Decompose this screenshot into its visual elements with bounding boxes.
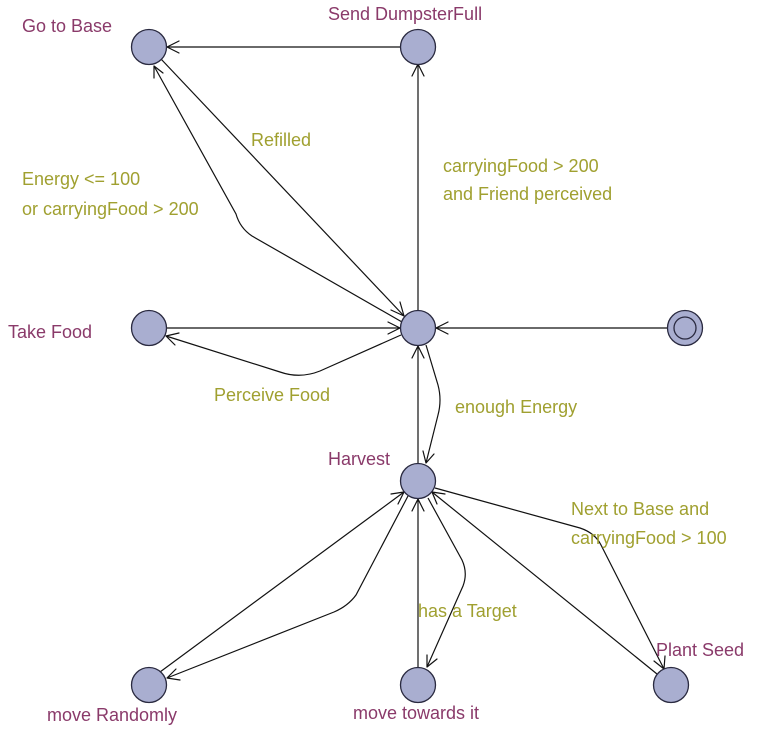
label-energy-line2: or carryingFood > 200 [22, 199, 199, 219]
label-go-to-base: Go to Base [22, 16, 112, 36]
label-send-dumpster-full: Send DumpsterFull [328, 4, 482, 24]
edge-center-to-harvest [422, 344, 441, 464]
label-perceive-food: Perceive Food [214, 385, 330, 405]
label-move-randomly: move Randomly [47, 705, 177, 725]
state-move-randomly[interactable] [130, 666, 168, 704]
edge-center-to-send [411, 63, 425, 310]
label-take-food: Take Food [8, 322, 92, 342]
edge-initial-to-center [435, 321, 667, 335]
state-go-to-base[interactable] [130, 28, 168, 66]
label-move-towards-it: move towards it [353, 703, 479, 723]
label-enough-energy: enough Energy [455, 397, 577, 417]
initial-state[interactable] [666, 309, 704, 347]
state-move-towards-it[interactable] [399, 666, 437, 704]
edge-moverandomly-to-harvest [159, 491, 405, 673]
label-energy-line1: Energy <= 100 [22, 169, 140, 189]
state-plant-seed[interactable] [652, 666, 690, 704]
edge-gotobase-to-center-refilled [160, 58, 405, 317]
label-refilled: Refilled [251, 130, 311, 150]
edge-harvest-to-center [411, 345, 425, 463]
edge-plantseed-to-harvest [431, 491, 658, 675]
state-send-dumpster-full[interactable] [399, 28, 437, 66]
state-take-food[interactable] [130, 309, 168, 347]
edge-takefood-to-center [167, 321, 401, 335]
label-carrying-line2: and Friend perceived [443, 184, 612, 204]
state-harvest[interactable] [399, 462, 437, 500]
label-has-target: has a Target [418, 601, 517, 621]
label-harvest: Harvest [328, 449, 390, 469]
label-next-to-base-line1: Next to Base and [571, 499, 709, 519]
edge-center-to-gotobase-energy [153, 65, 403, 323]
edge-harvest-to-movetowards [426, 497, 466, 668]
label-plant-seed: Plant Seed [656, 640, 744, 660]
edge-harvest-to-moverandomly [166, 495, 409, 681]
label-carrying-line1: carryingFood > 200 [443, 156, 599, 176]
label-next-to-base-line2: carryingFood > 100 [571, 528, 727, 548]
state-center[interactable] [399, 309, 437, 347]
edge-send-to-gotobase [166, 40, 400, 54]
edge-movetowards-to-harvest [411, 498, 425, 667]
edge-center-to-takefood [165, 332, 402, 376]
